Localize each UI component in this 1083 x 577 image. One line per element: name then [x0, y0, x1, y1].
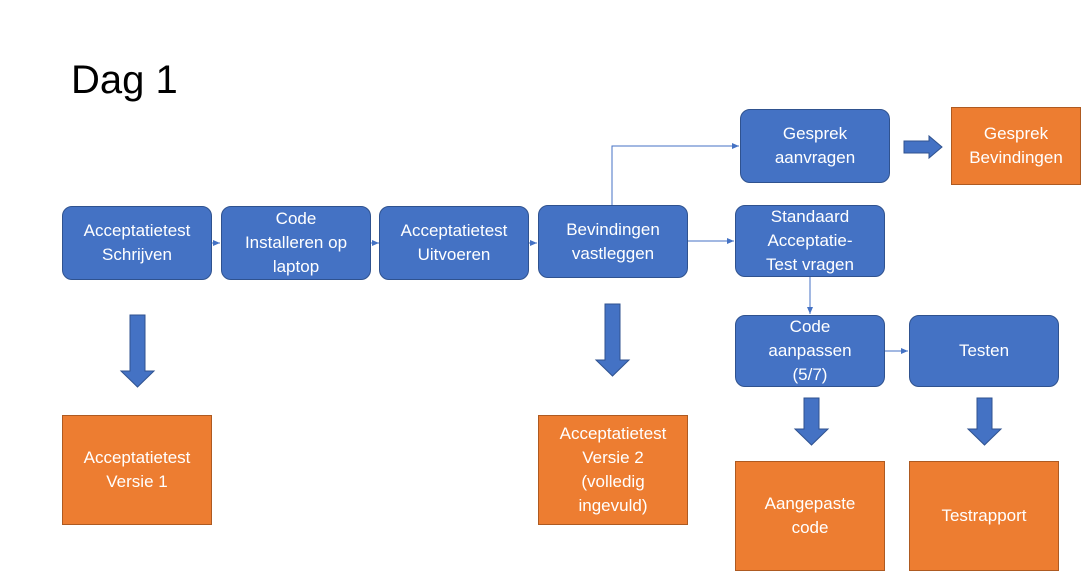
- node-label: Standaard Acceptatie- Test vragen: [766, 207, 854, 274]
- output-aangepaste-code: Aangepaste code: [735, 461, 885, 571]
- node-label: Code Installeren op laptop: [244, 209, 348, 276]
- node-code-installeren: Code Installeren op laptop: [221, 206, 371, 280]
- block-arrow-right-gesprek: [903, 134, 943, 160]
- node-gesprek-aanvragen: Gesprek aanvragen: [740, 109, 890, 183]
- node-label: Bevindingen vastleggen: [566, 219, 660, 263]
- output-acceptatietest-versie2: Acceptatietest Versie 2 (volledig ingevu…: [538, 415, 688, 525]
- page-title: Dag 1: [71, 58, 178, 102]
- output-label: Aangepaste code: [764, 494, 856, 537]
- output-acceptatietest-versie1: Acceptatietest Versie 1: [62, 415, 212, 525]
- node-acceptatietest-schrijven: Acceptatietest Schrijven: [62, 206, 212, 280]
- block-arrow-down-versie1: [119, 314, 156, 388]
- output-label: Testrapport: [941, 506, 1027, 525]
- node-label: Code aanpassen (5/7): [768, 317, 852, 384]
- node-acceptatietest-uitvoeren: Acceptatietest Uitvoeren: [379, 206, 529, 280]
- output-label: Acceptatietest Versie 1: [83, 448, 191, 491]
- output-testrapport: Testrapport: [909, 461, 1059, 571]
- node-label: Gesprek aanvragen: [774, 124, 856, 167]
- block-arrow-down-aangepaste: [793, 397, 830, 446]
- output-label: Gesprek Bevindingen: [969, 124, 1063, 167]
- node-testen: Testen: [909, 315, 1059, 387]
- output-label: Acceptatietest Versie 2 (volledig ingevu…: [559, 424, 667, 515]
- node-standaard-acceptatietest: Standaard Acceptatie- Test vragen: [735, 205, 885, 277]
- node-label: Acceptatietest Uitvoeren: [400, 221, 508, 264]
- node-label: Testen: [958, 341, 1010, 360]
- connector-bevindingen-gesprek: [611, 143, 739, 205]
- node-label: Acceptatietest Schrijven: [83, 221, 191, 264]
- block-arrow-down-versie2: [594, 303, 631, 377]
- output-gesprek-bevindingen: Gesprek Bevindingen: [951, 107, 1081, 185]
- block-arrow-down-testrapport: [966, 397, 1003, 446]
- node-code-aanpassen: Code aanpassen (5/7): [735, 315, 885, 387]
- node-bevindingen-vastleggen: Bevindingen vastleggen: [538, 205, 688, 278]
